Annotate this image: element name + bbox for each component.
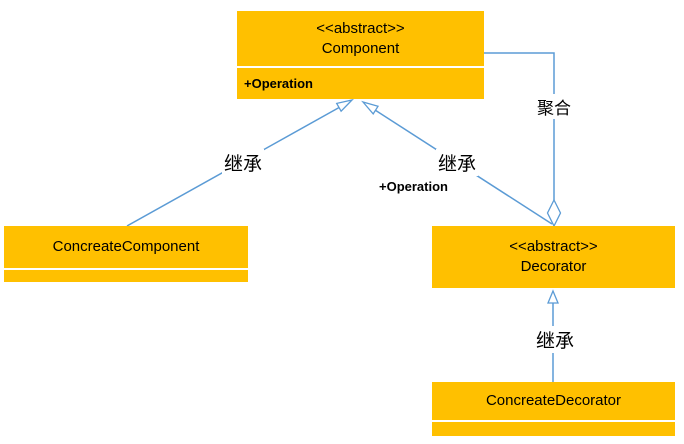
class-title-concreate-component: ConcreateComponent — [4, 226, 248, 268]
operation-compartment: +Operation — [237, 68, 484, 99]
class-name: ConcreateDecorator — [485, 392, 622, 409]
class-box-concreate-component: ConcreateComponent — [4, 226, 248, 282]
edge-label-aggregation: 聚合 — [535, 94, 573, 119]
class-title-component: <<abstract>> Component — [237, 11, 484, 66]
compartment-separator — [432, 420, 675, 422]
inheritance-arrowhead-bottom — [547, 289, 559, 304]
stereotype-label: <<abstract>> — [316, 19, 405, 37]
inheritance-arrowhead-left — [335, 98, 354, 113]
edge-label-operation: +Operation — [377, 179, 450, 194]
compartment-separator — [4, 268, 248, 270]
class-box-concreate-decorator: ConcreateDecorator — [432, 382, 675, 436]
aggregation-connector — [484, 52, 555, 200]
class-title-concreate-decorator: ConcreateDecorator — [432, 382, 675, 420]
operation-label: +Operation — [244, 76, 313, 91]
inheritance-arrowhead-right — [361, 100, 380, 115]
class-box-decorator: <<abstract>> Decorator — [432, 226, 675, 288]
class-name: ConcreateComponent — [52, 238, 200, 255]
edge-label-inherit-bottom: 继承 — [534, 326, 577, 353]
empty-compartment — [4, 270, 248, 282]
class-name: Component — [321, 39, 400, 57]
stereotype-label: <<abstract>> — [509, 238, 598, 255]
edge-label-inherit-left: 继承 — [222, 149, 265, 176]
class-name: Decorator — [520, 258, 587, 275]
compartment-separator — [237, 66, 484, 68]
edge-label-inherit-right: 继承 — [436, 149, 479, 176]
class-title-decorator: <<abstract>> Decorator — [432, 226, 675, 288]
class-box-component: <<abstract>> Component +Operation — [237, 11, 484, 99]
empty-compartment — [432, 422, 675, 436]
